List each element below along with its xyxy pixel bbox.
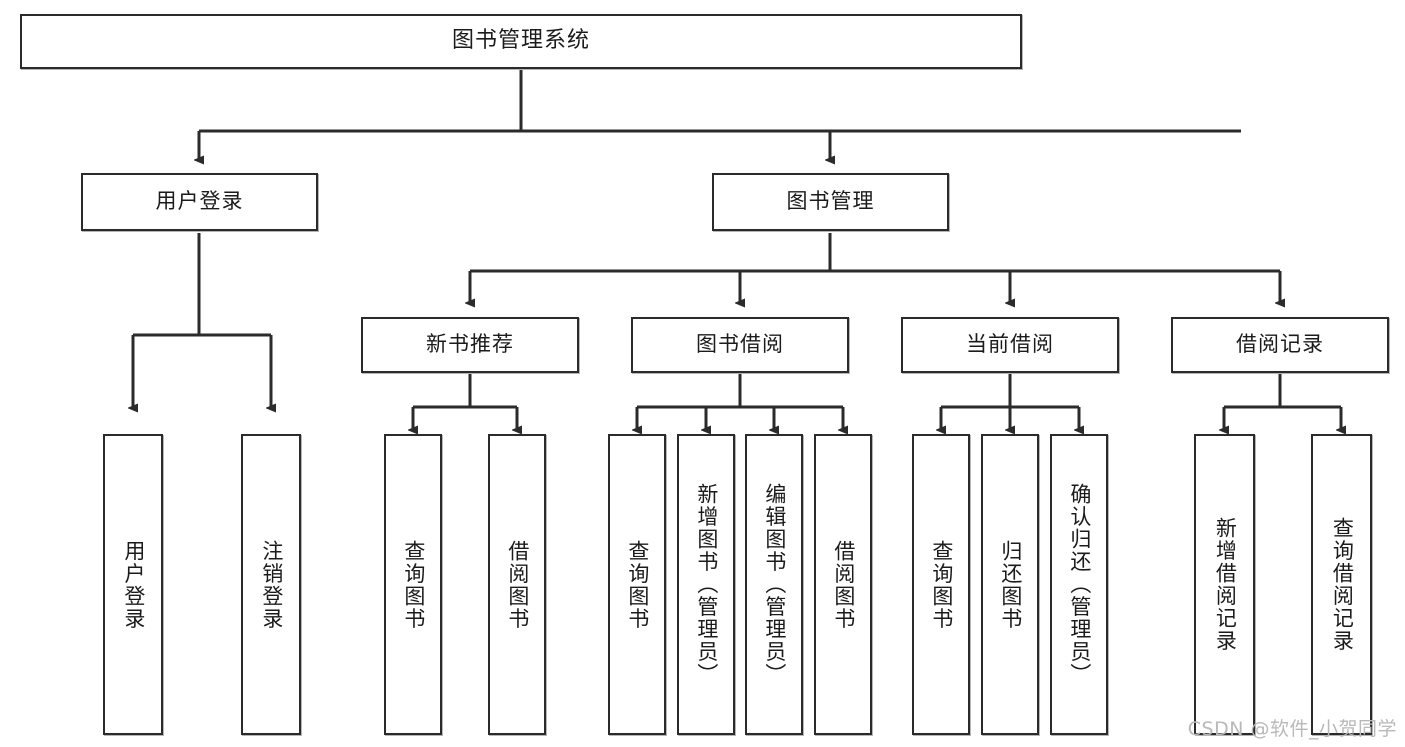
leaf-borrow-borrow-book[interactable]: 借阅图书 [814, 434, 872, 735]
leaf-label: 编辑图书（管理员） [762, 483, 787, 686]
leaf-new-book-query[interactable]: 查询图书 [384, 434, 442, 735]
leaf-user-login-signin[interactable]: 用户登录 [103, 434, 163, 735]
leaf-borrow-edit-book-admin[interactable]: 编辑图书（管理员） [745, 434, 803, 735]
node-book-borrow[interactable]: 图书借阅 [631, 317, 849, 373]
leaf-label: 用户登录 [121, 539, 146, 630]
node-root-system[interactable]: 图书管理系统 [20, 14, 1022, 69]
leaf-borrow-query-book[interactable]: 查询图书 [608, 434, 666, 735]
leaf-label: 确认归还（管理员） [1067, 483, 1092, 686]
leaf-current-confirm-return-admin[interactable]: 确认归还（管理员） [1050, 434, 1108, 735]
leaf-user-login-signout[interactable]: 注销登录 [241, 434, 301, 735]
node-book-management[interactable]: 图书管理 [712, 173, 949, 231]
leaf-label: 新增图书（管理员） [694, 483, 719, 686]
leaf-current-query-book[interactable]: 查询图书 [912, 434, 970, 735]
leaf-record-add-borrow-record[interactable]: 新增借阅记录 [1194, 434, 1255, 735]
node-borrow-record[interactable]: 借阅记录 [1171, 317, 1389, 373]
leaf-label: 新增借阅记录 [1213, 517, 1238, 652]
csdn-watermark: CSDN @软件_小贺同学 [1187, 718, 1397, 740]
leaf-label: 归还图书 [998, 539, 1023, 630]
leaf-label: 注销登录 [259, 539, 284, 630]
node-user-login[interactable]: 用户登录 [81, 173, 318, 231]
leaf-borrow-add-book-admin[interactable]: 新增图书（管理员） [677, 434, 735, 735]
leaf-label: 查询借阅记录 [1330, 517, 1355, 652]
leaf-label: 借阅图书 [831, 539, 856, 630]
node-new-book-recommend[interactable]: 新书推荐 [361, 317, 579, 373]
leaf-label: 查询图书 [401, 539, 426, 630]
leaf-label: 借阅图书 [505, 539, 530, 630]
leaf-label: 查询图书 [625, 539, 650, 630]
leaf-new-book-borrow[interactable]: 借阅图书 [488, 434, 546, 735]
leaf-label: 查询图书 [929, 539, 954, 630]
node-current-borrow[interactable]: 当前借阅 [901, 317, 1119, 373]
leaf-current-return-book[interactable]: 归还图书 [981, 434, 1039, 735]
leaf-record-query-borrow-record[interactable]: 查询借阅记录 [1311, 434, 1372, 735]
